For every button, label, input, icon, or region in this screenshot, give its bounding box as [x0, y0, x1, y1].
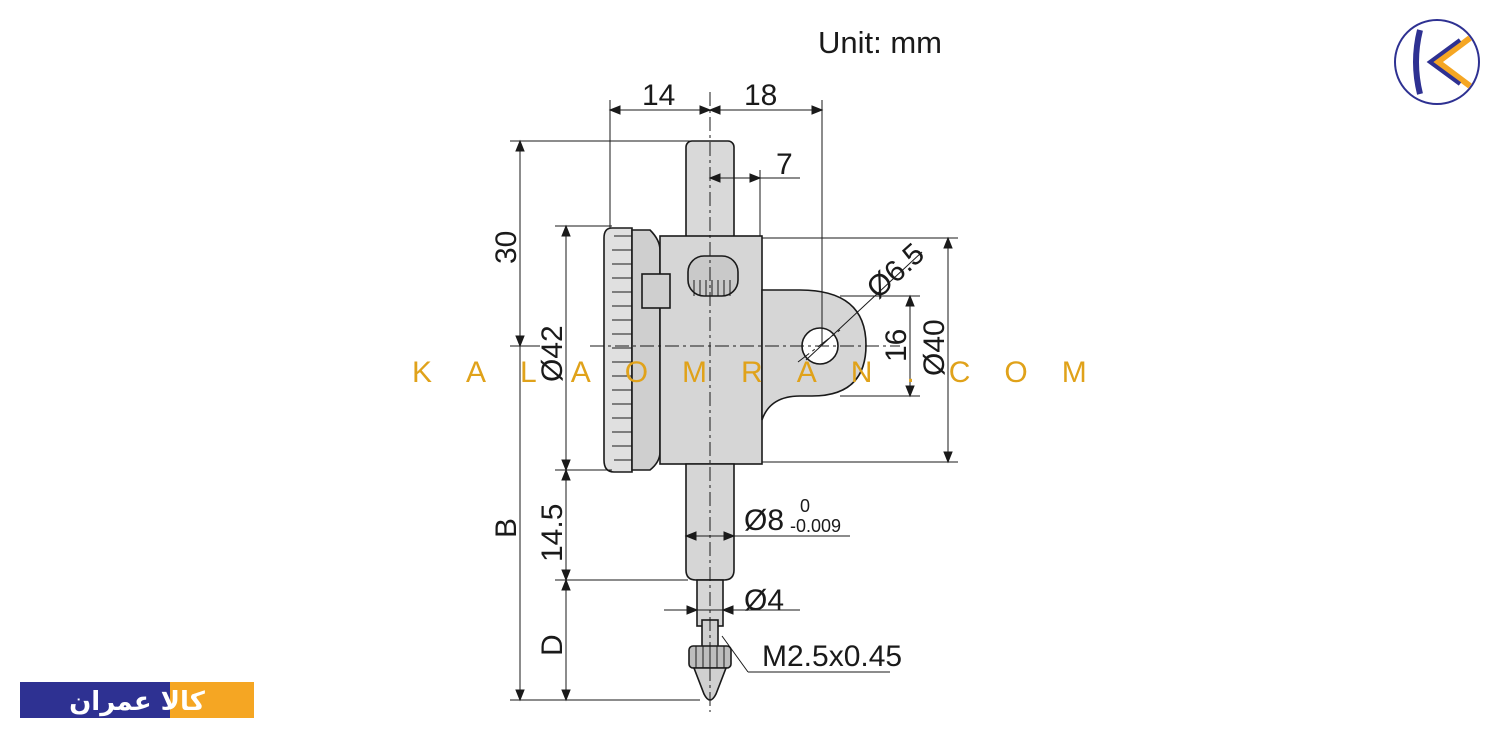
brand-logo-text: کالا عمران — [69, 687, 206, 717]
dim-label-d: D — [536, 634, 569, 656]
dim-lug-hole-diameter: Ø6.5 — [861, 237, 931, 305]
dim-label-b: B — [490, 518, 523, 538]
dim-stem-length: 14.5 — [536, 504, 569, 562]
site-watermark: KALAOMRAN.COM — [412, 356, 1121, 389]
dim-dial-diameter: Ø42 — [536, 325, 569, 382]
dim-stem-tol-upper: 0 — [800, 496, 810, 516]
dim-lug-offset-16: 16 — [880, 329, 913, 362]
dim-height-30: 30 — [490, 231, 523, 264]
dimension-lines — [510, 100, 958, 702]
dim-thread: M2.5x0.45 — [762, 640, 902, 673]
indicator-body — [603, 140, 867, 701]
dim-back-diameter: Ø40 — [918, 319, 951, 376]
dim-stem-tol-lower: -0.009 — [790, 516, 841, 536]
unit-label: Unit: mm — [818, 25, 942, 60]
dim-stem-diameter: Ø8 — [744, 504, 784, 537]
dim-top-right-18: 18 — [744, 79, 777, 112]
dim-spindle-diameter: Ø4 — [744, 584, 784, 617]
kalaomran-k-logo-icon — [1394, 19, 1480, 105]
kalaomran-brand-logo: کالا عمران — [20, 682, 254, 718]
dim-stem-offset-7: 7 — [776, 148, 793, 181]
dim-top-left-14: 14 — [642, 79, 675, 112]
